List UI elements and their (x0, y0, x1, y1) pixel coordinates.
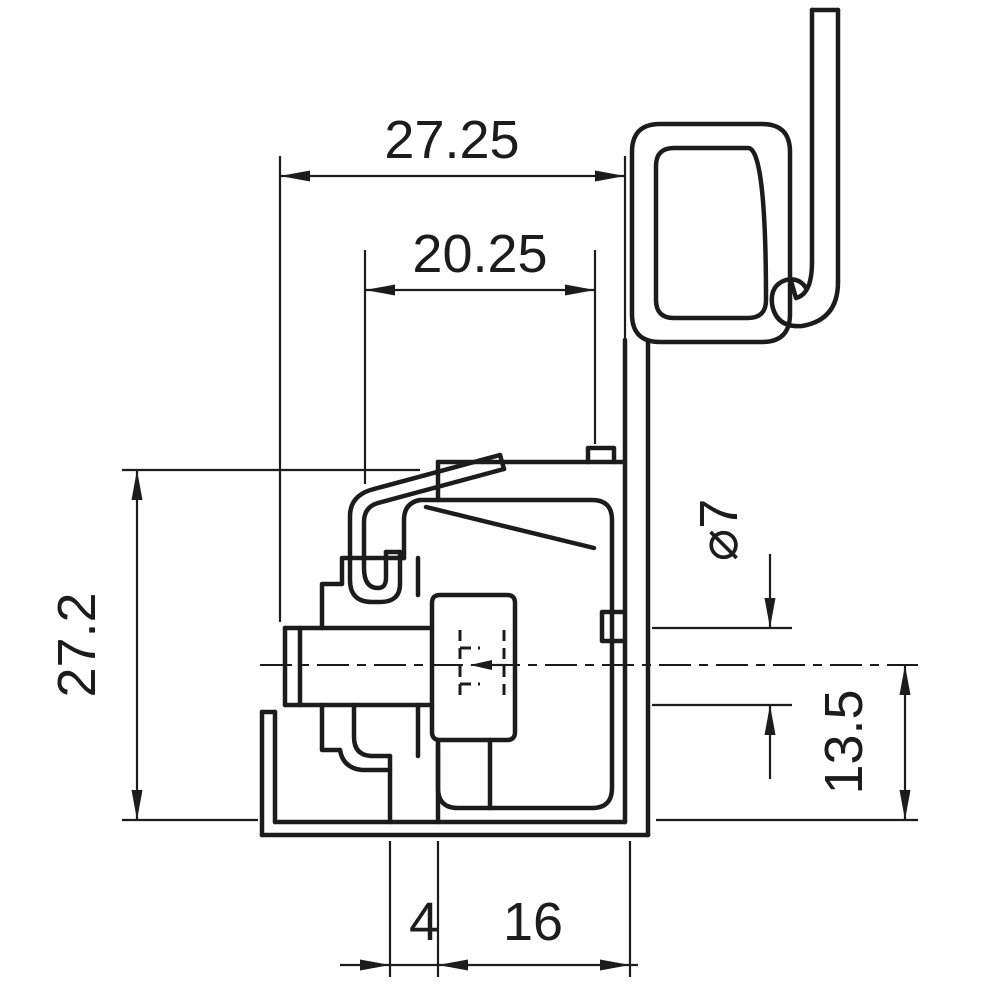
upper-jaw (319, 555, 407, 631)
arrow-135-bottom (899, 790, 911, 820)
arrow-272-bottom (131, 790, 143, 820)
dim-label-right-lower-height: 13.5 (814, 689, 874, 794)
top-tab (585, 445, 617, 465)
dimension-labels: 27.25 20.25 27.2 ⌀7 13.5 4 16 (47, 110, 874, 952)
dim-label-upper-inner-width: 20.25 (412, 224, 547, 284)
dimension-arrowheads (131, 170, 911, 971)
lower-spring-outer (337, 747, 393, 773)
leaf-end-cap (497, 452, 507, 472)
clamp-direction-arrow (470, 660, 492, 670)
arrow-dia7-bottom (764, 705, 776, 735)
housing-body-profile (259, 337, 651, 838)
arrow-4-16-shared (438, 959, 468, 971)
arrow-dia7-top (764, 598, 776, 628)
lower-jaw (319, 702, 343, 753)
dim-label-top-width: 27.25 (384, 110, 519, 170)
arrow-272-top (131, 470, 143, 500)
arrow-2725-left (280, 170, 310, 182)
hook-outer-curl (769, 277, 841, 329)
arrow-2725-right (595, 170, 625, 182)
dim-label-hole-diameter: ⌀7 (689, 499, 749, 562)
clip-inner-contour (653, 145, 769, 321)
arrow-135-top (899, 665, 911, 695)
leaf-hook-inner (361, 500, 389, 591)
clamp-screw-profile (282, 555, 435, 773)
leaf-hook-outer (347, 486, 403, 605)
hook-inner-curl (793, 259, 815, 301)
cavity-outline (417, 497, 615, 811)
dim-label-left-height: 27.2 (47, 592, 107, 697)
upper-spring-leaf-profile (347, 452, 507, 605)
lower-spring-inner (351, 702, 393, 759)
dim-label-bottom-tab-width: 4 (409, 892, 439, 952)
arrow-16-right (600, 959, 630, 971)
cavity-left-edge (401, 497, 423, 561)
cavity-diagonal-edge (423, 504, 597, 551)
hook-end-cap (788, 278, 799, 301)
arrow-4-left (360, 959, 390, 971)
slider-block (429, 592, 518, 743)
leaf-top-edge (371, 452, 503, 492)
dim-label-bottom-width: 16 (503, 892, 563, 952)
leaf-bottom-edge (375, 466, 507, 506)
arrow-2025-left (365, 284, 395, 296)
top-rail-clip-profile (629, 7, 841, 345)
arrow-2025-right (565, 284, 595, 296)
